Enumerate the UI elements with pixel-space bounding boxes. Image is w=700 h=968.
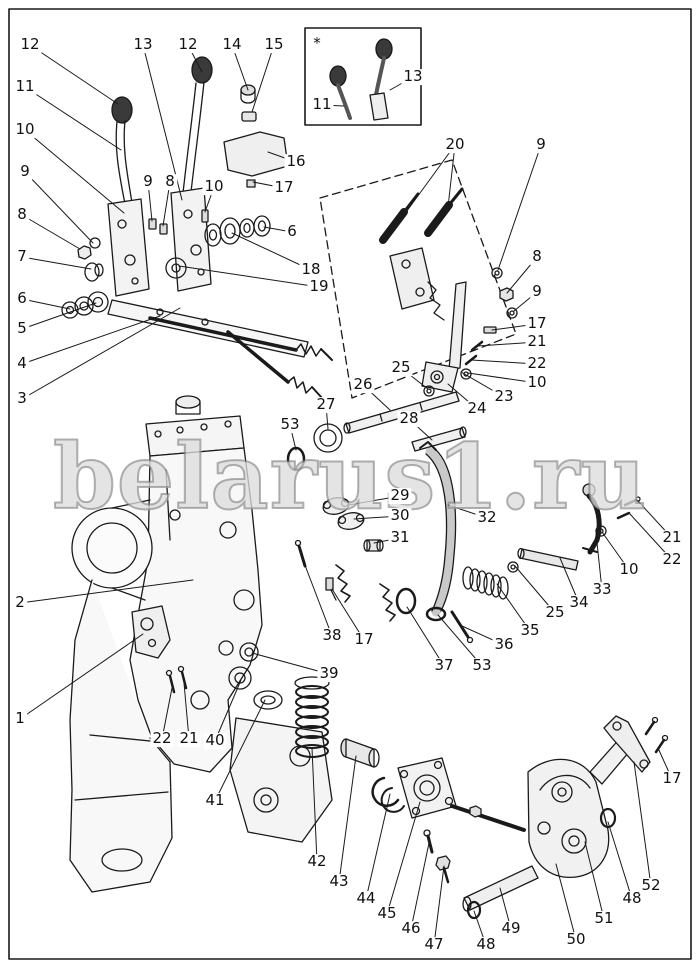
part-label-33: 33: [590, 580, 614, 599]
part-label-38: 38: [320, 626, 344, 645]
part-label-14: 14: [220, 35, 244, 54]
part-label-26: 26: [351, 375, 375, 394]
part-label-45: 45: [375, 904, 399, 923]
part-label-36: 36: [492, 635, 516, 654]
part-label-8: 8: [530, 247, 544, 266]
part-label-28: 28: [397, 409, 421, 428]
part-label-12: 12: [176, 35, 200, 54]
part-label-4: 4: [15, 354, 29, 373]
part-label-52: 52: [639, 876, 663, 895]
part-label-1: 1: [13, 709, 27, 728]
part-label-*: *: [311, 34, 323, 53]
part-label-8: 8: [15, 205, 29, 224]
part-label-9: 9: [18, 162, 32, 181]
part-label-10: 10: [525, 373, 549, 392]
part-label-17: 17: [660, 769, 684, 788]
part-label-35: 35: [518, 621, 542, 640]
part-label-9: 9: [534, 135, 548, 154]
part-label-17: 17: [352, 630, 376, 649]
part-label-21: 21: [177, 729, 201, 748]
part-label-25: 25: [543, 603, 567, 622]
part-label-13: 13: [131, 35, 155, 54]
part-label-25: 25: [389, 358, 413, 377]
part-label-48: 48: [620, 889, 644, 908]
part-label-49: 49: [499, 919, 523, 938]
part-label-39: 39: [317, 664, 341, 683]
part-label-9: 9: [141, 172, 155, 191]
part-label-41: 41: [203, 791, 227, 810]
part-label-19: 19: [307, 277, 331, 296]
part-label-22: 22: [660, 550, 684, 569]
part-label-3: 3: [15, 389, 29, 408]
part-label-22: 22: [525, 354, 549, 373]
part-label-47: 47: [422, 935, 446, 954]
part-label-20: 20: [443, 135, 467, 154]
part-label-34: 34: [567, 593, 591, 612]
part-label-5: 5: [15, 319, 29, 338]
part-label-53: 53: [278, 415, 302, 434]
part-label-46: 46: [399, 919, 423, 938]
part-label-32: 32: [475, 508, 499, 527]
part-label-22: 22: [150, 729, 174, 748]
part-label-12: 12: [18, 35, 42, 54]
part-label-24: 24: [465, 399, 489, 418]
part-label-10: 10: [13, 120, 37, 139]
part-label-16: 16: [284, 152, 308, 171]
part-label-6: 6: [15, 289, 29, 308]
part-label-31: 31: [388, 528, 412, 547]
part-label-6: 6: [285, 222, 299, 241]
part-label-53: 53: [470, 656, 494, 675]
part-label-51: 51: [592, 909, 616, 928]
part-label-21: 21: [660, 528, 684, 547]
part-label-43: 43: [327, 872, 351, 891]
part-label-44: 44: [354, 889, 378, 908]
part-label-15: 15: [262, 35, 286, 54]
part-label-9: 9: [530, 282, 544, 301]
part-label-37: 37: [432, 656, 456, 675]
leader-lines: [19, 44, 673, 946]
part-label-10: 10: [617, 560, 641, 579]
part-label-23: 23: [492, 387, 516, 406]
part-label-18: 18: [299, 260, 323, 279]
part-label-11: 11: [310, 95, 334, 114]
part-label-30: 30: [388, 506, 412, 525]
part-label-42: 42: [305, 852, 329, 871]
part-label-50: 50: [564, 930, 588, 949]
part-label-17: 17: [272, 178, 296, 197]
part-label-7: 7: [15, 247, 29, 266]
part-label-48: 48: [474, 935, 498, 954]
part-label-17: 17: [525, 314, 549, 333]
part-label-29: 29: [388, 486, 412, 505]
part-label-40: 40: [203, 731, 227, 750]
part-label-13: 13: [401, 67, 425, 86]
part-label-10: 10: [202, 177, 226, 196]
part-label-21: 21: [525, 332, 549, 351]
part-label-2: 2: [13, 593, 27, 612]
part-label-8: 8: [163, 172, 177, 191]
part-label-11: 11: [13, 77, 37, 96]
part-label-27: 27: [314, 395, 338, 414]
